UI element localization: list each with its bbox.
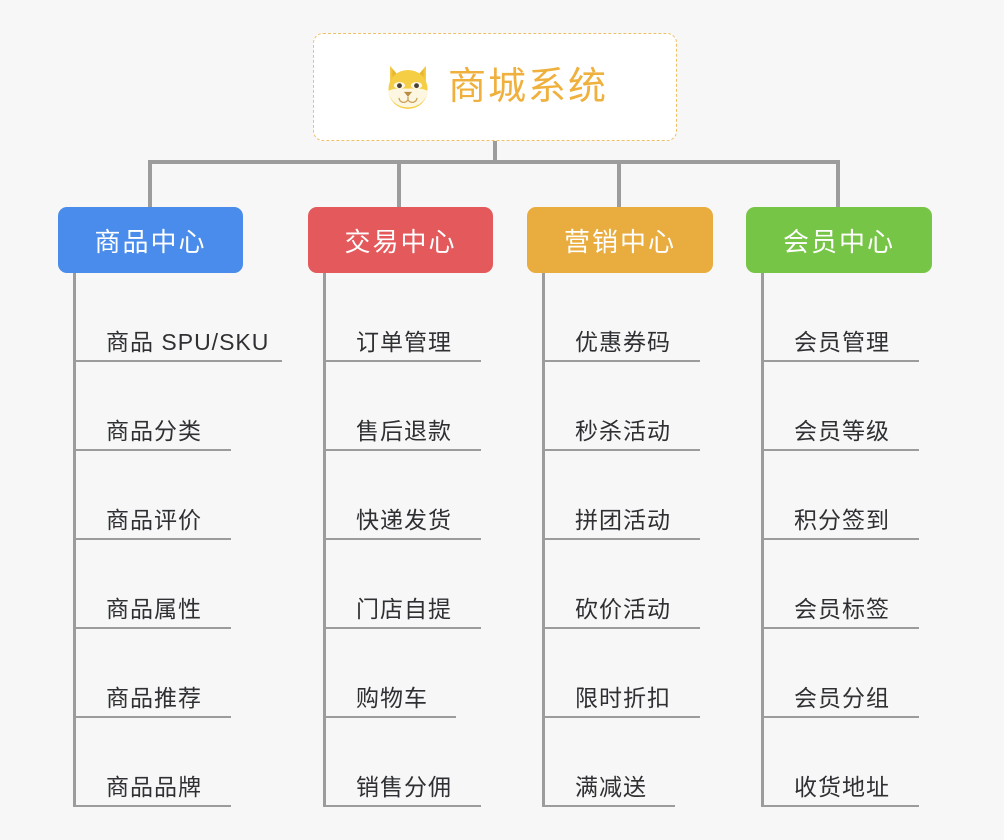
leaf-rule	[545, 538, 700, 540]
leaf-label: 限时折扣	[575, 684, 671, 711]
list-item[interactable]: 限时折扣	[545, 629, 777, 718]
list-item[interactable]: 订单管理	[326, 273, 558, 362]
leaf-label: 售后退款	[356, 417, 452, 444]
leaf-rule	[326, 538, 481, 540]
list-item[interactable]: 积分签到	[764, 451, 996, 540]
category-header-trade-center[interactable]: 交易中心	[308, 207, 493, 273]
leaf-label: 砍价活动	[575, 595, 671, 622]
list-item[interactable]: 优惠券码	[545, 273, 777, 362]
leaf-label: 订单管理	[356, 328, 452, 355]
leaf-rule	[326, 627, 481, 629]
branch-member-center: 会员中心 会员管理 会员等级 积分签到 会员标签 会员分组	[746, 207, 996, 807]
leaf-list-member-center: 会员管理 会员等级 积分签到 会员标签 会员分组 收货地址	[761, 273, 996, 807]
list-item[interactable]: 商品属性	[76, 540, 358, 629]
leaf-label: 秒杀活动	[575, 417, 671, 444]
leaf-rule	[76, 449, 231, 451]
leaf-rule	[326, 716, 456, 718]
connector-drop-product-center	[148, 160, 152, 208]
category-header-marketing-center[interactable]: 营销中心	[527, 207, 713, 273]
leaf-rule	[76, 627, 231, 629]
connector-drop-trade-center	[397, 160, 401, 208]
leaf-rule	[76, 360, 282, 362]
leaf-label: 收货地址	[794, 773, 890, 800]
leaf-rule	[764, 627, 919, 629]
list-item[interactable]: 商品评价	[76, 451, 358, 540]
leaf-label: 商品评价	[106, 506, 202, 533]
connector-drop-member-center	[836, 160, 840, 208]
list-item[interactable]: 商品推荐	[76, 629, 358, 718]
leaf-label: 拼团活动	[575, 506, 671, 533]
root-title: 商城系统	[447, 66, 608, 108]
leaf-rule	[764, 805, 919, 807]
leaf-label: 会员分组	[794, 684, 890, 711]
category-label: 交易中心	[344, 226, 457, 257]
list-item[interactable]: 购物车	[326, 629, 558, 718]
leaf-rule	[76, 716, 231, 718]
leaf-label: 优惠券码	[575, 328, 671, 355]
leaf-label: 会员标签	[794, 595, 890, 622]
category-label: 营销中心	[563, 226, 676, 257]
root-node[interactable]: 商城系统	[313, 33, 677, 141]
leaf-label: 销售分佣	[356, 773, 452, 800]
leaf-rule	[764, 716, 919, 718]
leaf-label: 商品品牌	[106, 773, 202, 800]
category-label: 商品中心	[94, 226, 207, 257]
leaf-rule	[76, 805, 231, 807]
leaf-label: 商品 SPU/SKU	[106, 328, 270, 355]
branch-trade-center: 交易中心 订单管理 售后退款 快递发货 门店自提 购物车	[308, 207, 558, 807]
leaf-label: 快递发货	[356, 506, 452, 533]
leaf-rule	[326, 360, 481, 362]
list-item[interactable]: 会员管理	[764, 273, 996, 362]
leaf-label: 购物车	[356, 684, 428, 711]
leaf-rule	[764, 538, 919, 540]
list-item[interactable]: 商品分类	[76, 362, 358, 451]
leaf-list-trade-center: 订单管理 售后退款 快递发货 门店自提 购物车 销售分佣	[323, 273, 558, 807]
leaf-label: 商品分类	[106, 417, 202, 444]
list-item[interactable]: 商品品牌	[76, 718, 358, 807]
leaf-list-product-center: 商品 SPU/SKU 商品分类 商品评价 商品属性 商品推荐 商品品牌	[73, 273, 358, 807]
list-item[interactable]: 商品 SPU/SKU	[76, 273, 358, 362]
connector-root-stem	[493, 141, 497, 163]
leaf-rule	[545, 627, 700, 629]
leaf-rule	[545, 449, 700, 451]
category-header-product-center[interactable]: 商品中心	[58, 207, 243, 273]
shiba-dog-face-icon	[388, 65, 428, 109]
leaf-label: 门店自提	[356, 595, 452, 622]
branch-product-center: 商品中心 商品 SPU/SKU 商品分类 商品评价 商品属性 商品推荐	[58, 207, 358, 807]
connector-horizontal-bus	[150, 160, 840, 164]
branch-marketing-center: 营销中心 优惠券码 秒杀活动 拼团活动 砍价活动 限时折扣	[527, 207, 777, 807]
leaf-label: 积分签到	[794, 506, 890, 533]
category-header-member-center[interactable]: 会员中心	[746, 207, 932, 273]
leaf-rule	[326, 449, 481, 451]
leaf-rule	[326, 805, 481, 807]
list-item[interactable]: 售后退款	[326, 362, 558, 451]
connector-drop-marketing-center	[617, 160, 621, 208]
leaf-rule	[764, 360, 919, 362]
list-item[interactable]: 收货地址	[764, 718, 996, 807]
leaf-rule	[764, 449, 919, 451]
list-item[interactable]: 快递发货	[326, 451, 558, 540]
leaf-label: 满减送	[575, 773, 647, 800]
leaf-label: 商品属性	[106, 595, 202, 622]
leaf-label: 会员管理	[794, 328, 890, 355]
leaf-rule	[76, 538, 231, 540]
list-item[interactable]: 满减送	[545, 718, 777, 807]
leaf-label: 商品推荐	[106, 684, 202, 711]
leaf-rule	[545, 360, 700, 362]
leaf-rule	[545, 805, 675, 807]
list-item[interactable]: 会员等级	[764, 362, 996, 451]
leaf-list-marketing-center: 优惠券码 秒杀活动 拼团活动 砍价活动 限时折扣 满减送	[542, 273, 777, 807]
list-item[interactable]: 会员分组	[764, 629, 996, 718]
category-label: 会员中心	[782, 226, 895, 257]
list-item[interactable]: 销售分佣	[326, 718, 558, 807]
list-item[interactable]: 拼团活动	[545, 451, 777, 540]
leaf-rule	[545, 716, 700, 718]
list-item[interactable]: 砍价活动	[545, 540, 777, 629]
list-item[interactable]: 秒杀活动	[545, 362, 777, 451]
list-item[interactable]: 门店自提	[326, 540, 558, 629]
leaf-label: 会员等级	[794, 417, 890, 444]
list-item[interactable]: 会员标签	[764, 540, 996, 629]
